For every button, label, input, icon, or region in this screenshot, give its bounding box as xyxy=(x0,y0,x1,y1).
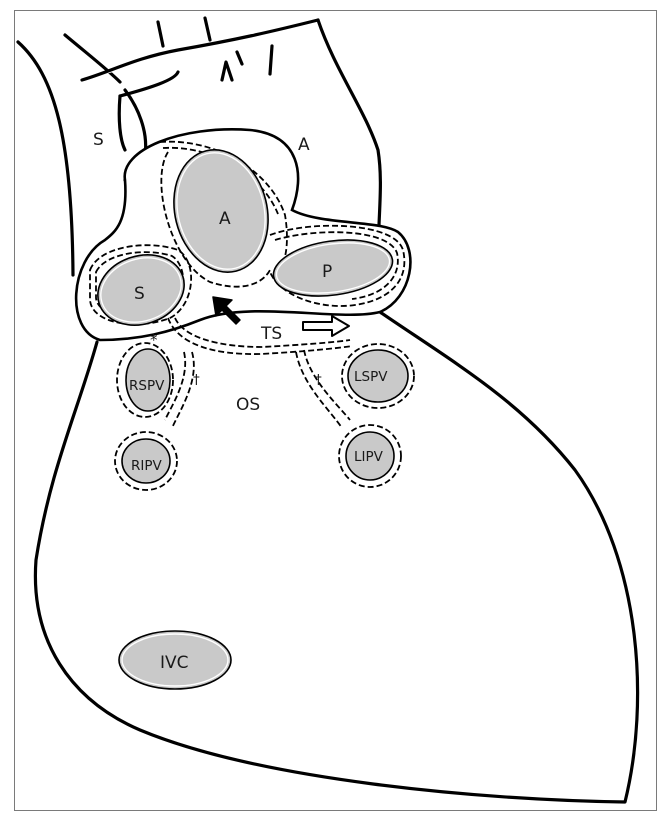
ripv-label: RIPV xyxy=(131,458,163,474)
svc-inner-wall xyxy=(119,96,125,150)
aorta-outer-label: A xyxy=(298,135,310,155)
branch-1 xyxy=(158,22,163,46)
asterisk-mark: * xyxy=(150,331,158,349)
rspv-label: RSPV xyxy=(129,378,165,394)
transverse-sinus-label: TS xyxy=(260,324,282,344)
ascending-aorta-right xyxy=(318,20,380,225)
svc-outer-label: S xyxy=(93,130,104,150)
aorta-label: A xyxy=(219,209,231,229)
left-dagger-mark: † xyxy=(315,372,322,388)
branch-3 xyxy=(222,62,232,80)
arch-inner xyxy=(120,72,178,96)
branch-4 xyxy=(237,52,242,64)
svc-top-left xyxy=(65,35,120,82)
right-dagger-mark: † xyxy=(193,372,200,388)
arch-top xyxy=(82,20,318,80)
oblique-sinus-label: OS xyxy=(236,395,260,415)
lspv-label: LSPV xyxy=(354,369,388,385)
ivc-label: IVC xyxy=(160,653,189,673)
branch-5 xyxy=(270,46,272,74)
svc-left-wall xyxy=(18,42,73,275)
lipv-label: LIPV xyxy=(354,449,384,465)
pulmonary-label: P xyxy=(322,262,332,282)
svc-label: S xyxy=(134,284,145,304)
branch-2 xyxy=(205,18,210,40)
